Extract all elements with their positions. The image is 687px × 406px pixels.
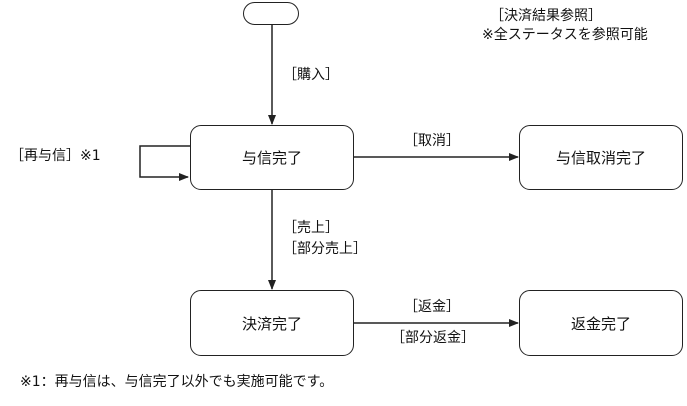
transition-recredit-label: ［再与信］※1: [10, 148, 101, 164]
state-settlement-completed: 決済完了: [190, 290, 354, 356]
state-settlement-completed-label: 決済完了: [241, 314, 302, 333]
state-refund-completed: 返金完了: [519, 290, 683, 356]
top-note: ［決済結果参照］ ※全ステータスを参照可能: [482, 7, 648, 45]
transition-partial-sale-label: ［部分売上］: [283, 241, 367, 257]
transition-partial-refund-label: ［部分返金］: [391, 330, 475, 346]
start-node: [243, 2, 299, 25]
footnote: ※1：再与信は、与信完了以外でも実施可能です。: [20, 374, 334, 390]
transition-refund-label: ［返金］: [404, 299, 460, 315]
arrow-recredit-loop: [139, 145, 190, 181]
state-credit-completed: 与信完了: [190, 125, 354, 190]
state-credit-completed-label: 与信完了: [241, 149, 302, 167]
transition-cancel-label: ［取消］: [404, 133, 460, 149]
top-note-title: ［決済結果参照］: [490, 8, 602, 24]
transition-purchase-label: ［購入］: [283, 67, 339, 83]
top-note-detail: ※全ステータスを参照可能: [482, 27, 648, 43]
state-credit-cancel-completed: 与信取消完了: [519, 125, 683, 190]
transition-sale-label: ［売上］: [283, 220, 339, 236]
state-refund-completed-label: 返金完了: [570, 314, 631, 333]
state-credit-cancel-completed-label: 与信取消完了: [555, 149, 646, 167]
